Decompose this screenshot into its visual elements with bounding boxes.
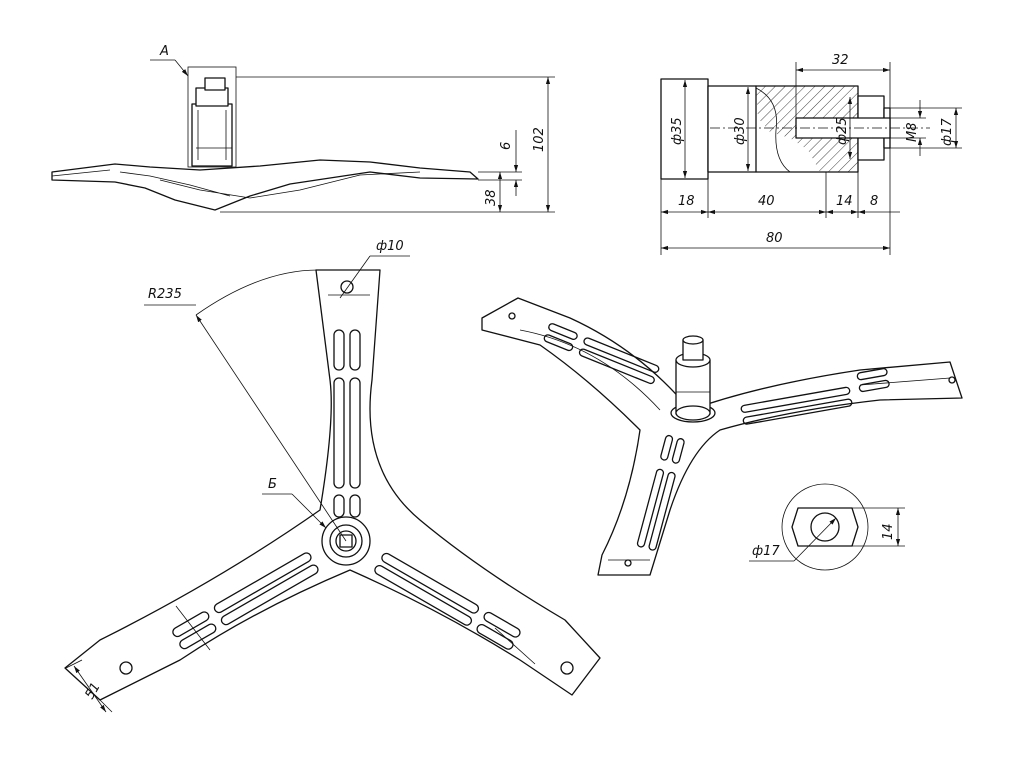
view-a-label: А: [159, 44, 169, 59]
dim-d30: ф30: [733, 117, 748, 145]
dim-hole-d10: ф10: [376, 239, 404, 254]
dim-32: 32: [832, 53, 849, 68]
dim-80: 80: [766, 231, 783, 246]
dim-radius: R235: [148, 287, 182, 302]
detail-b-view: 14 ф17: [749, 483, 905, 571]
isometric-view: [481, 297, 963, 576]
dim-102: 102: [532, 127, 547, 152]
dim-across-flats: 14: [881, 523, 896, 540]
dim-18: 18: [678, 194, 695, 209]
plan-view: ф10 R235 Б 51: [64, 239, 601, 713]
dim-40: 40: [758, 194, 775, 209]
dim-d17: ф17: [940, 118, 955, 146]
dim-d25: ф25: [835, 117, 850, 145]
shaft-section: 32 18 40 14 8 80 ф35 ф30 ф25 М8 ф17: [660, 53, 962, 255]
dim-m8: М8: [905, 123, 920, 143]
detail-b-label: Б: [268, 477, 277, 492]
dim-arm-width: 51: [82, 680, 103, 702]
dim-8: 8: [870, 194, 878, 209]
dim-14: 14: [836, 194, 853, 209]
side-view: А 102 6 38: [51, 44, 555, 213]
dim-d35: ф35: [670, 117, 685, 145]
dim-6: 6: [499, 142, 514, 150]
dim-38: 38: [484, 189, 499, 206]
dim-bore-d17: ф17: [752, 544, 780, 559]
